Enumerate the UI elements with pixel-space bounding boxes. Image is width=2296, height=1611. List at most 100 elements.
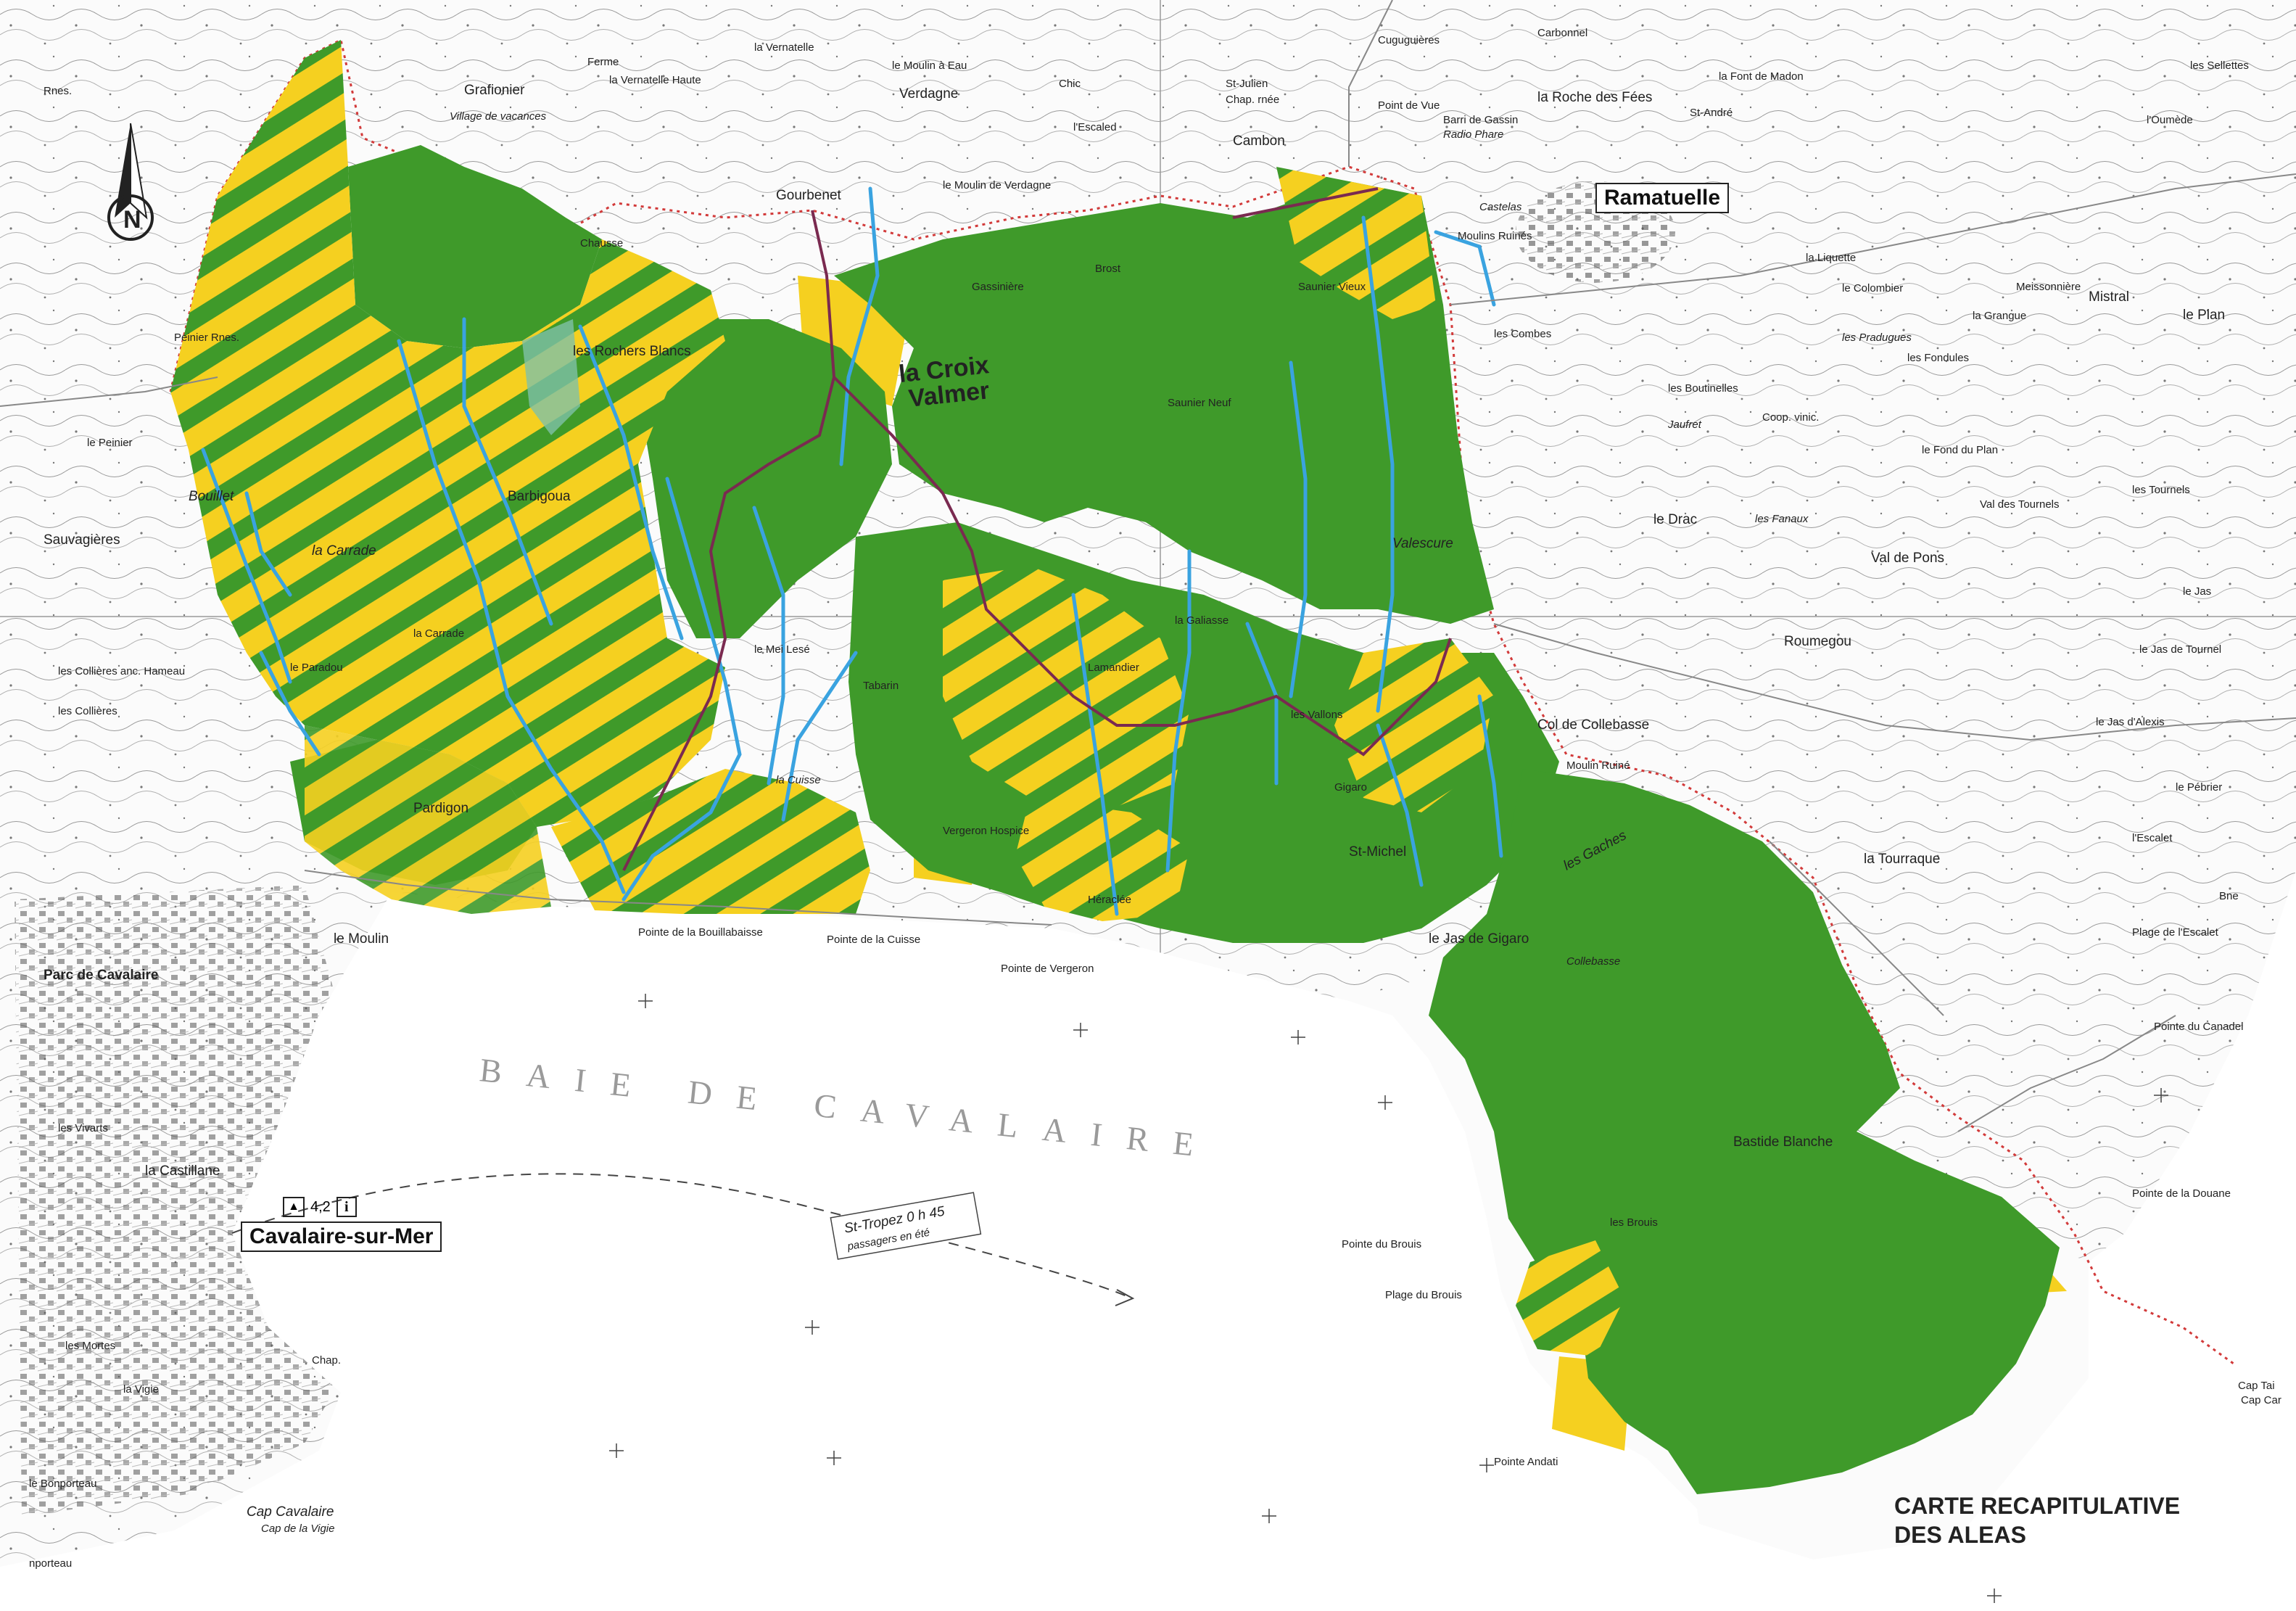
svg-text:Rnes.: Rnes.	[44, 85, 72, 97]
cavalaire-code: 4,2	[310, 1198, 331, 1215]
camping-icon: ▲	[283, 1197, 305, 1217]
svg-text:Pointe du Brouis: Pointe du Brouis	[1342, 1238, 1421, 1251]
svg-text:le Fond du Plan: le Fond du Plan	[1922, 444, 1998, 456]
svg-text:Moulin Ruiné: Moulin Ruiné	[1566, 759, 1630, 772]
svg-text:Parc de Cavalaire: Parc de Cavalaire	[44, 968, 158, 983]
svg-text:la Font de Madon: la Font de Madon	[1719, 70, 1804, 83]
ferry-route	[231, 1173, 1132, 1299]
svg-text:Val des Tournels: Val des Tournels	[1980, 498, 2060, 511]
svg-text:Barri de Gassin: Barri de Gassin	[1443, 114, 1518, 126]
svg-text:le Moulin à Eau: le Moulin à Eau	[892, 59, 967, 72]
svg-text:la Galiasse: la Galiasse	[1175, 614, 1228, 627]
svg-text:le Plan: le Plan	[2183, 308, 2225, 323]
svg-text:Radio Phare: Radio Phare	[1443, 128, 1503, 141]
svg-text:Roumegou: Roumegou	[1784, 634, 1851, 649]
svg-text:les Combes: les Combes	[1494, 328, 1551, 340]
ferry-arrow	[1115, 1289, 1135, 1306]
svg-text:nporteau: nporteau	[29, 1557, 72, 1570]
svg-text:la Vernatelle: la Vernatelle	[754, 41, 814, 54]
svg-text:l'Oumède: l'Oumède	[2147, 114, 2193, 126]
svg-text:Gourbenet: Gourbenet	[776, 188, 842, 203]
hazard-special-zone	[522, 319, 580, 435]
place-labels: Cuguguières Carbonnel la Font de Madon l…	[29, 27, 2281, 1570]
svg-text:Peinier Rnes.: Peinier Rnes.	[174, 331, 239, 344]
svg-text:les Fanaux: les Fanaux	[1755, 513, 1809, 525]
svg-text:le Peinier: le Peinier	[87, 437, 133, 449]
svg-text:Castelas: Castelas	[1479, 201, 1522, 213]
svg-text:Saunier Vieux: Saunier Vieux	[1298, 281, 1366, 293]
map-title: CARTE RECAPITULATIVE DES ALEAS	[1894, 1491, 2180, 1549]
svg-text:Pointe de la Cuisse: Pointe de la Cuisse	[827, 934, 920, 946]
svg-text:la Roche des Fées: la Roche des Fées	[1537, 90, 1652, 105]
svg-text:Point de Vue: Point de Vue	[1378, 99, 1440, 112]
town-label-cavalaire: Cavalaire-sur-Mer	[241, 1221, 442, 1252]
svg-text:Meissonnière: Meissonnière	[2016, 281, 2081, 293]
svg-text:le Moulin de Verdagne: le Moulin de Verdagne	[943, 179, 1051, 191]
svg-text:le Colombier: le Colombier	[1842, 282, 1903, 294]
svg-text:la Grangue: la Grangue	[1973, 310, 2026, 322]
svg-text:Gassinière: Gassinière	[972, 281, 1024, 293]
svg-text:Pointe du Canadel: Pointe du Canadel	[2154, 1021, 2243, 1033]
svg-text:Valescure: Valescure	[1392, 536, 1453, 551]
svg-text:Cap de la Vigie: Cap de la Vigie	[261, 1523, 334, 1535]
svg-text:Bouillet: Bouillet	[189, 489, 234, 504]
svg-text:Bne: Bne	[2219, 890, 2239, 902]
svg-text:Lamandier: Lamandier	[1088, 662, 1139, 674]
svg-text:Cap Car: Cap Car	[2241, 1394, 2281, 1406]
svg-text:Bastide Blanche: Bastide Blanche	[1733, 1134, 1833, 1150]
svg-text:la Carrade: la Carrade	[312, 543, 376, 559]
svg-text:Cuguguières: Cuguguières	[1378, 34, 1440, 46]
svg-text:Barbigoua: Barbigoua	[508, 489, 571, 504]
svg-text:le Mei Lesé: le Mei Lesé	[754, 643, 810, 656]
svg-text:le Drac: le Drac	[1653, 512, 1697, 527]
svg-text:les Vivarts: les Vivarts	[58, 1122, 108, 1134]
svg-text:le Bonporteau: le Bonporteau	[29, 1478, 96, 1490]
svg-text:Chap. rnée: Chap. rnée	[1226, 94, 1279, 106]
svg-text:la Cuisse: la Cuisse	[776, 774, 821, 786]
svg-text:Plage du Brouis: Plage du Brouis	[1385, 1289, 1462, 1301]
svg-text:les Brouis: les Brouis	[1610, 1216, 1658, 1229]
svg-text:Brost: Brost	[1095, 263, 1121, 275]
svg-text:les Rochers Blancs: les Rochers Blancs	[573, 344, 691, 359]
svg-text:le Jas d'Alexis: le Jas d'Alexis	[2096, 716, 2165, 728]
svg-text:Tabarin: Tabarin	[863, 680, 899, 692]
svg-text:Pointe de la Bouillabaisse: Pointe de la Bouillabaisse	[638, 926, 763, 939]
svg-text:Col de Collebasse: Col de Collebasse	[1537, 717, 1649, 733]
info-icon: i	[336, 1197, 357, 1217]
svg-text:Val de Pons: Val de Pons	[1871, 551, 1944, 566]
svg-text:Collebasse: Collebasse	[1566, 955, 1620, 968]
svg-text:Coop. vinic.: Coop. vinic.	[1762, 411, 1819, 424]
svg-text:les Collières: les Collières	[58, 705, 117, 717]
map-title-line2: DES ALEAS	[1894, 1522, 2026, 1548]
svg-text:St-André: St-André	[1690, 107, 1733, 119]
svg-text:St-Julien: St-Julien	[1226, 78, 1268, 90]
svg-text:l'Escaled: l'Escaled	[1073, 121, 1117, 133]
svg-text:le Jas: le Jas	[2183, 585, 2211, 598]
svg-text:Cap Tai: Cap Tai	[2238, 1380, 2275, 1392]
svg-text:les Mortes: les Mortes	[65, 1340, 115, 1352]
svg-text:la Vernatelle Haute: la Vernatelle Haute	[609, 74, 701, 86]
svg-text:la Liquette: la Liquette	[1806, 252, 1856, 264]
svg-text:Chap.: Chap.	[312, 1354, 341, 1367]
svg-text:Gigaro: Gigaro	[1334, 781, 1367, 794]
svg-text:Vergeron Hospice: Vergeron Hospice	[943, 825, 1029, 837]
main-roads	[622, 187, 1452, 871]
svg-text:Pointe Andati: Pointe Andati	[1494, 1456, 1558, 1468]
map-title-line1: CARTE RECAPITULATIVE	[1894, 1493, 2181, 1519]
svg-text:le Pébrier: le Pébrier	[2176, 781, 2222, 794]
svg-text:la Tourraque: la Tourraque	[1864, 852, 1940, 867]
svg-text:Pardigon: Pardigon	[413, 801, 468, 816]
svg-text:les Pradugues: les Pradugues	[1842, 331, 1912, 344]
urban-cavalaire	[15, 885, 341, 1516]
svg-text:Carbonnel: Carbonnel	[1537, 27, 1587, 39]
svg-text:la Castillane: la Castillane	[145, 1163, 220, 1179]
svg-text:Ferme: Ferme	[587, 56, 619, 68]
svg-text:les Fondules: les Fondules	[1907, 352, 1969, 364]
svg-text:Moulins Ruinés: Moulins Ruinés	[1458, 230, 1532, 242]
town-label-croix-valmer: la Croix Valmer	[897, 351, 990, 413]
svg-text:Saunier Neuf: Saunier Neuf	[1168, 397, 1231, 409]
svg-text:les Sellettes: les Sellettes	[2190, 59, 2249, 72]
hazard-medium-zones	[170, 40, 1624, 1356]
secondary-roads	[0, 0, 2296, 1132]
